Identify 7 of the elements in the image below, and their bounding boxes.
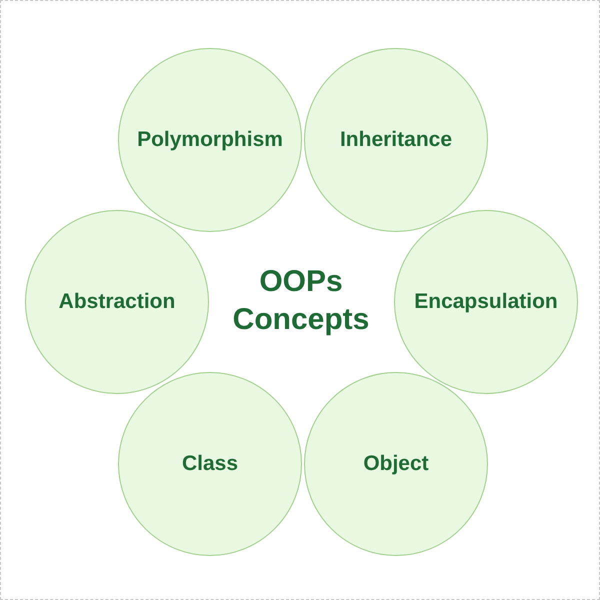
concept-label: Encapsulation — [414, 290, 558, 314]
concept-label: Object — [363, 452, 429, 476]
concept-label: Polymorphism — [137, 128, 283, 152]
concept-label: Abstraction — [58, 290, 176, 314]
diagram-title: OOPs Concepts — [232, 264, 370, 338]
concept-label: Inheritance — [340, 128, 452, 152]
concept-label: Class — [182, 452, 238, 476]
